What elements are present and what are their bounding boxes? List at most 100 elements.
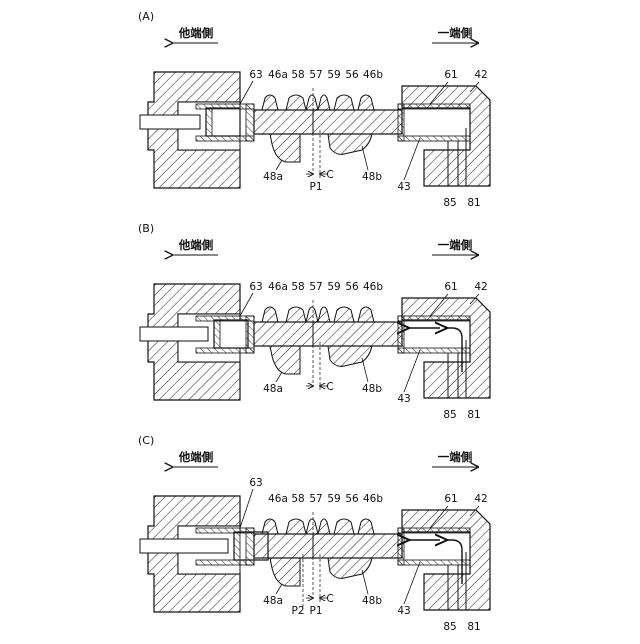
label-46b: 46b: [363, 281, 383, 293]
label-85: 85: [443, 197, 456, 209]
upper-tooth: [286, 307, 306, 322]
label-59: 59: [327, 281, 340, 293]
one-end-label: 一端側: [438, 450, 473, 464]
label-81: 81: [467, 409, 480, 421]
label-48a: 48a: [263, 383, 283, 395]
lower-gear-48a: [270, 346, 300, 374]
upper-tooth: [318, 307, 330, 322]
cylinder-61-top: [398, 104, 470, 109]
upper-tooth: [358, 95, 374, 110]
label-48a: 48a: [263, 171, 283, 183]
right-housing: [398, 510, 490, 610]
cylinder-61-end: [398, 104, 404, 141]
label-63: 63: [249, 477, 262, 489]
label-46a: 46a: [268, 281, 288, 293]
label-43: 43: [397, 181, 410, 193]
upper-tooth: [358, 307, 374, 322]
panel-label: (A): [138, 10, 154, 23]
upper-tooth: [318, 95, 330, 110]
label-57: 57: [309, 493, 322, 505]
one-end-label: 一端側: [438, 238, 473, 252]
leader-line: [240, 81, 253, 104]
label-61: 61: [444, 493, 457, 505]
label-61: 61: [444, 281, 457, 293]
upper-tooth: [334, 307, 354, 322]
piston-rod: [140, 115, 200, 129]
left-housing: [140, 72, 240, 188]
label-c: C: [326, 169, 333, 181]
cylinder-61-bottom: [398, 560, 470, 565]
shaft: [254, 307, 402, 374]
label-63: 63: [249, 281, 262, 293]
cylinder-61-end: [398, 528, 404, 565]
shaft-body: [254, 110, 402, 134]
label-p1: P1: [309, 605, 322, 617]
leader-line: [362, 146, 368, 170]
label-48b: 48b: [362, 595, 382, 607]
lower-gear-48a: [270, 134, 300, 162]
label-48b: 48b: [362, 171, 382, 183]
upper-tooth: [286, 519, 306, 534]
label-p1: P1: [309, 181, 322, 193]
upper-tooth: [334, 95, 354, 110]
leader-line: [240, 293, 253, 316]
other-end-label: 他端側: [178, 450, 214, 464]
label-43: 43: [397, 605, 410, 617]
label-56: 56: [345, 493, 359, 505]
leader-line: [404, 562, 420, 604]
label-56: 56: [345, 281, 359, 293]
label-c: C: [326, 593, 333, 605]
label-58: 58: [291, 69, 304, 81]
right-housing: [398, 298, 490, 398]
upper-tooth: [306, 519, 318, 534]
label-61: 61: [444, 69, 457, 81]
label-46a: 46a: [268, 493, 288, 505]
piston-rod: [140, 539, 228, 553]
shaft: [254, 519, 402, 586]
piston-seal: [214, 320, 220, 348]
leader-line: [362, 570, 368, 594]
one-end-label: 一端側: [438, 26, 473, 40]
upper-tooth: [306, 307, 318, 322]
label-42: 42: [474, 69, 487, 81]
label-42: 42: [474, 493, 487, 505]
label-56: 56: [345, 69, 359, 81]
shaft-body: [254, 322, 402, 346]
label-58: 58: [291, 281, 304, 293]
label-85: 85: [443, 621, 456, 633]
left-housing: [140, 284, 248, 400]
leader-line: [276, 160, 282, 170]
lower-gear-48b: [328, 346, 372, 366]
panel-label: (B): [138, 222, 154, 235]
panel-B: (B)他端側一端側6346a5857595646b614248a48bC4385…: [138, 222, 490, 421]
label-48b: 48b: [362, 383, 382, 395]
panel-C: (C)他端側一端側6346a5857595646b614248a48bC4385…: [138, 434, 490, 633]
cylinder-61-bottom: [398, 136, 470, 141]
panel-A: (A)他端側一端側6346a5857595646b614248a48bC4385…: [138, 10, 490, 209]
label-46b: 46b: [363, 493, 383, 505]
label-c: C: [326, 381, 333, 393]
leader-line: [404, 350, 420, 392]
piston-rod: [140, 327, 208, 341]
piston-seal: [206, 108, 212, 136]
upper-tooth: [262, 307, 278, 322]
piston-seal: [234, 532, 240, 560]
label-85: 85: [443, 409, 456, 421]
upper-tooth: [334, 519, 354, 534]
lower-gear-48a: [270, 558, 300, 586]
right-housing: [398, 86, 490, 186]
label-48a: 48a: [263, 595, 283, 607]
leader-line: [276, 584, 282, 594]
label-43: 43: [397, 393, 410, 405]
label-59: 59: [327, 69, 340, 81]
cylinder-61-bottom: [398, 348, 470, 353]
label-59: 59: [327, 493, 340, 505]
upper-tooth: [286, 95, 306, 110]
other-end-label: 他端側: [178, 238, 214, 252]
upper-tooth: [318, 519, 330, 534]
shaft-body: [254, 534, 402, 558]
other-end-label: 他端側: [178, 26, 214, 40]
upper-tooth: [358, 519, 374, 534]
upper-tooth: [262, 95, 278, 110]
